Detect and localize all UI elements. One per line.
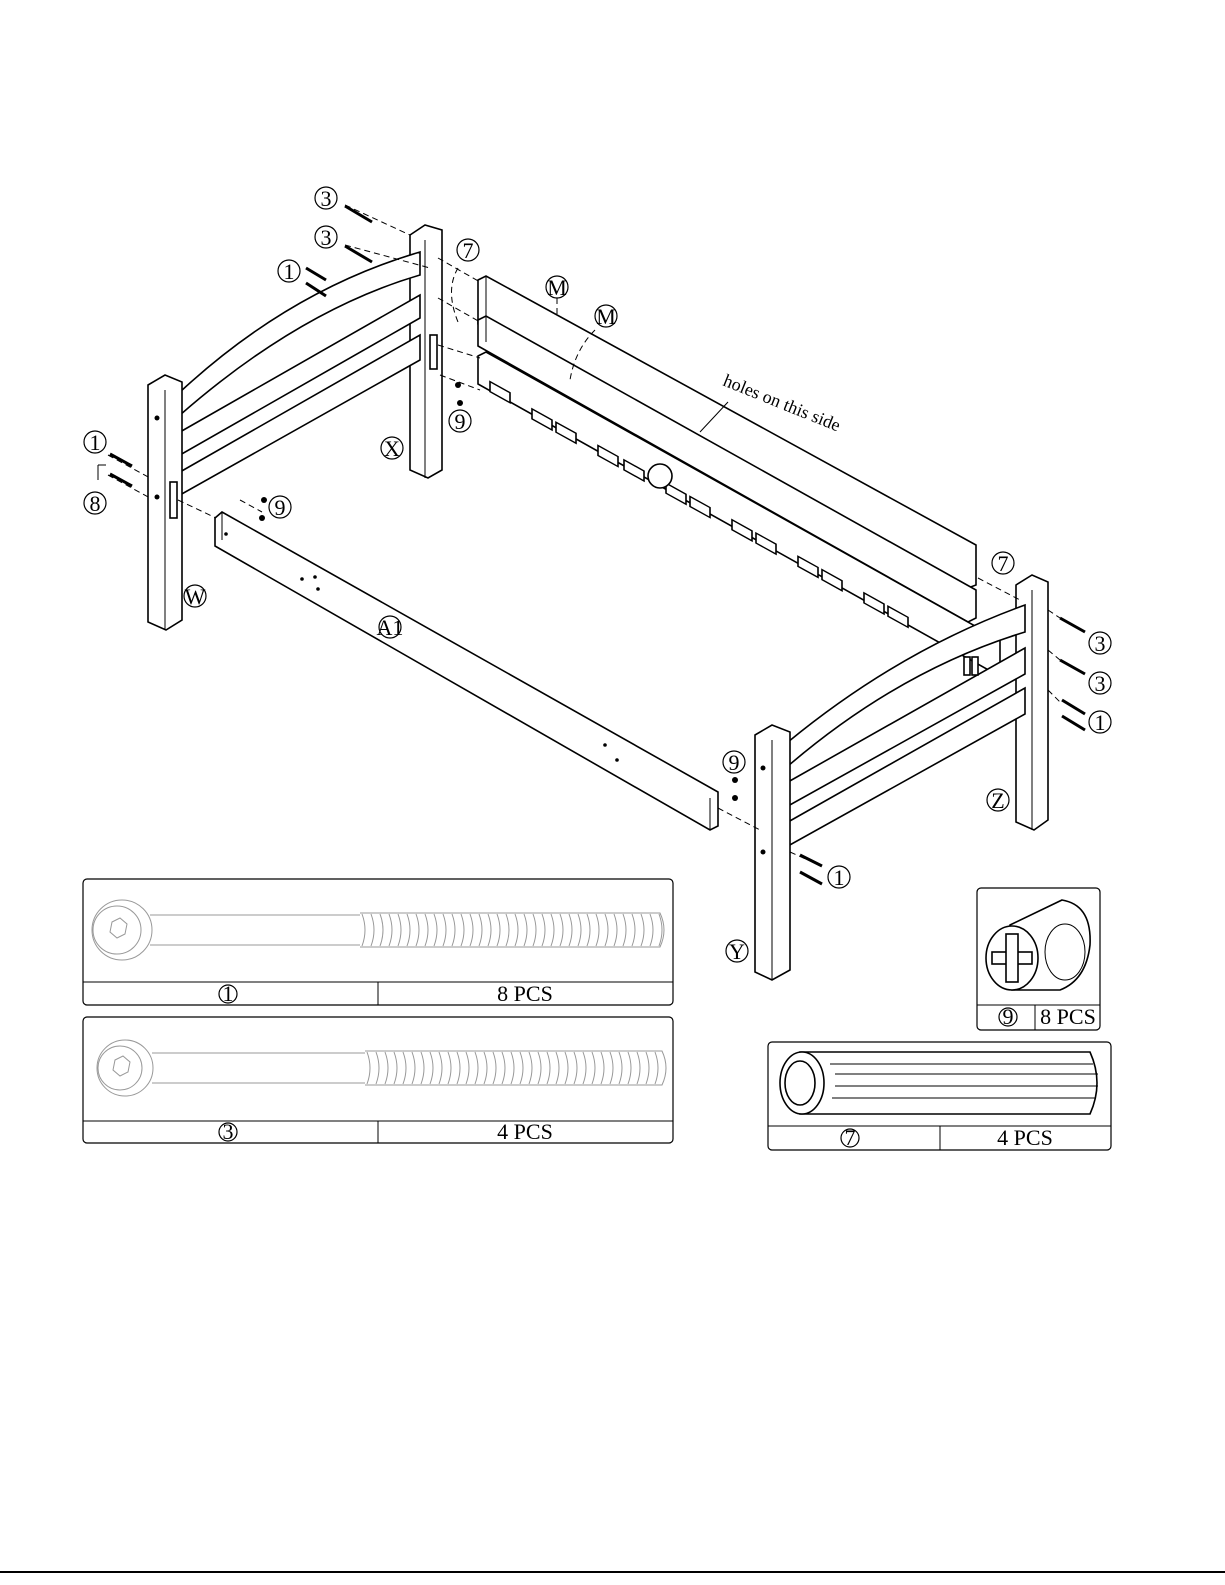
callout-1: 1 bbox=[834, 865, 845, 890]
barrel-nut-icon bbox=[455, 382, 461, 388]
callout-1: 1 bbox=[90, 430, 101, 455]
callout-9: 9 bbox=[729, 750, 740, 775]
label-post-w: W bbox=[185, 584, 206, 609]
label-rail-m: M bbox=[596, 304, 616, 329]
rail-m-lower bbox=[478, 316, 976, 622]
callout-3: 3 bbox=[321, 225, 332, 250]
bolt-icon bbox=[800, 872, 822, 884]
rail-back-bottom bbox=[478, 352, 1000, 672]
label-rail-a1: A1 bbox=[377, 615, 404, 640]
callout-7: 7 bbox=[998, 551, 1009, 576]
page-bottom-rule bbox=[0, 1571, 1225, 1573]
callout-8: 8 bbox=[90, 491, 101, 516]
label-rail-m: M bbox=[547, 275, 567, 300]
barrel-nut-icon bbox=[732, 777, 738, 783]
barrel-nut-icon bbox=[732, 795, 738, 801]
label-post-z: Z bbox=[991, 788, 1004, 813]
bolt-icon bbox=[345, 206, 372, 222]
callout-3: 3 bbox=[1095, 631, 1106, 656]
bolt-icon bbox=[1062, 700, 1085, 714]
part-qty: 8 PCS bbox=[1040, 1004, 1096, 1029]
bolt-icon bbox=[110, 474, 132, 486]
callout-1: 1 bbox=[1095, 710, 1106, 735]
part-qty: 8 PCS bbox=[497, 981, 553, 1006]
parts-box-bolt-1: 1 8 PCS bbox=[83, 879, 673, 1006]
label-post-y: Y bbox=[729, 939, 745, 964]
barrel-nut-icon bbox=[457, 400, 463, 406]
callout-3: 3 bbox=[321, 186, 332, 211]
parts-box-bolt-3: 3 4 PCS bbox=[83, 1017, 673, 1144]
bolt-icon bbox=[1060, 660, 1085, 674]
callout-7: 7 bbox=[463, 238, 474, 263]
rail-m-upper bbox=[478, 276, 976, 588]
part-qty: 4 PCS bbox=[497, 1119, 553, 1144]
callout-9: 9 bbox=[275, 495, 286, 520]
wood-dowel-icon bbox=[780, 1052, 1098, 1114]
part-id: 7 bbox=[845, 1125, 856, 1150]
bolt-icon bbox=[306, 268, 326, 280]
bolt-icon bbox=[1060, 618, 1085, 632]
part-id: 1 bbox=[223, 981, 234, 1006]
part-id: 3 bbox=[223, 1119, 234, 1144]
side-rail-a1 bbox=[215, 512, 718, 830]
parts-box-dowel-7: 7 4 PCS bbox=[768, 1042, 1111, 1150]
callout-3: 3 bbox=[1095, 671, 1106, 696]
callout-1: 1 bbox=[284, 259, 295, 284]
part-id: 9 bbox=[1003, 1004, 1014, 1029]
label-post-x: X bbox=[384, 436, 400, 461]
back-rails bbox=[478, 276, 1000, 672]
bolt-icon bbox=[110, 454, 132, 466]
callout-9: 9 bbox=[455, 409, 466, 434]
barrel-nut-icon bbox=[261, 497, 267, 503]
bolt-icon bbox=[800, 855, 822, 866]
bolt-icon bbox=[1062, 716, 1085, 730]
part-qty: 4 PCS bbox=[997, 1125, 1053, 1150]
parts-box-nut-9: 9 8 PCS bbox=[977, 888, 1100, 1030]
barrel-nut-icon bbox=[259, 515, 265, 521]
